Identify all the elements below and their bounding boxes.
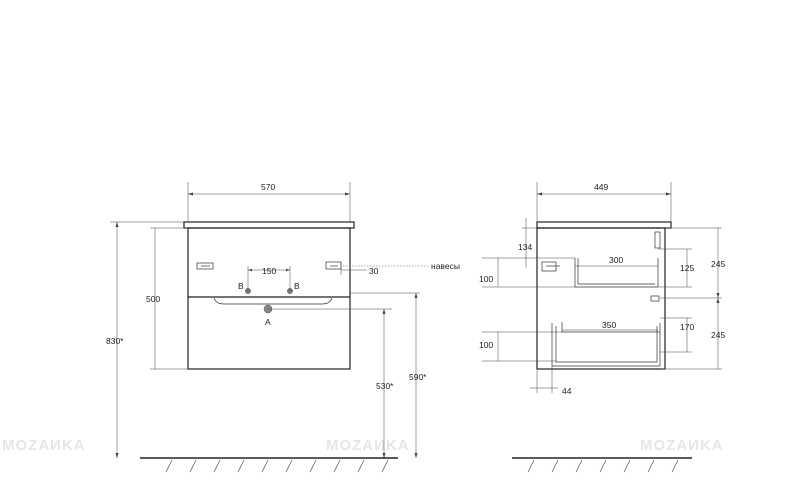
side-bottom-drawer-inner [551,323,661,367]
front-hanger-left [196,262,214,270]
dim-height: 500 [146,294,160,304]
dim-125: 125 [680,263,694,273]
dim-170: 170 [680,322,694,332]
label-b-left: B [238,281,244,291]
dim-44: 44 [562,386,572,396]
dim-depth: 449 [594,182,608,192]
front-hanger-right [325,261,342,270]
dim-350: 350 [602,320,616,330]
side-hanger [541,261,557,272]
dim-width: 570 [261,182,275,192]
dim-134: 134 [518,242,532,252]
label-a: A [265,317,271,327]
side-top-drawer-inner [574,258,659,288]
dim-100-bottom: 100 [479,340,493,350]
dim-300: 300 [609,255,623,265]
label-b-right: B [294,281,300,291]
side-cabinet-body [536,227,666,370]
dim-drain-height: 530* [376,381,394,391]
front-view: B B A 570 500 830* 150 30 [106,182,428,473]
front-cabinet-body [187,227,351,370]
dim-hanger-height: 590* [409,372,427,382]
dim-hanger-offset: 30 [369,266,379,276]
side-countertop [536,221,672,229]
dim-245-bottom: 245 [711,330,725,340]
dim-100-top: 100 [479,274,493,284]
hangers-label: навесы [431,261,460,271]
side-view: 449 134 100 300 125 245 245 350 [479,182,725,473]
dim-245-top: 245 [711,259,725,269]
side-handle [654,231,661,249]
watermark-right: MOZAИKA [640,437,724,454]
front-floor-hatch [165,459,389,473]
dim-hole-spacing: 150 [262,266,276,276]
front-drawer-handle [213,297,333,305]
side-rail [650,295,660,302]
watermark-center: MOZAИKA [326,437,410,454]
side-floor-hatch [527,459,679,473]
dim-total-height: 830* [106,336,124,346]
front-countertop [183,221,355,229]
watermark-left: MOZAИKA [2,437,86,454]
